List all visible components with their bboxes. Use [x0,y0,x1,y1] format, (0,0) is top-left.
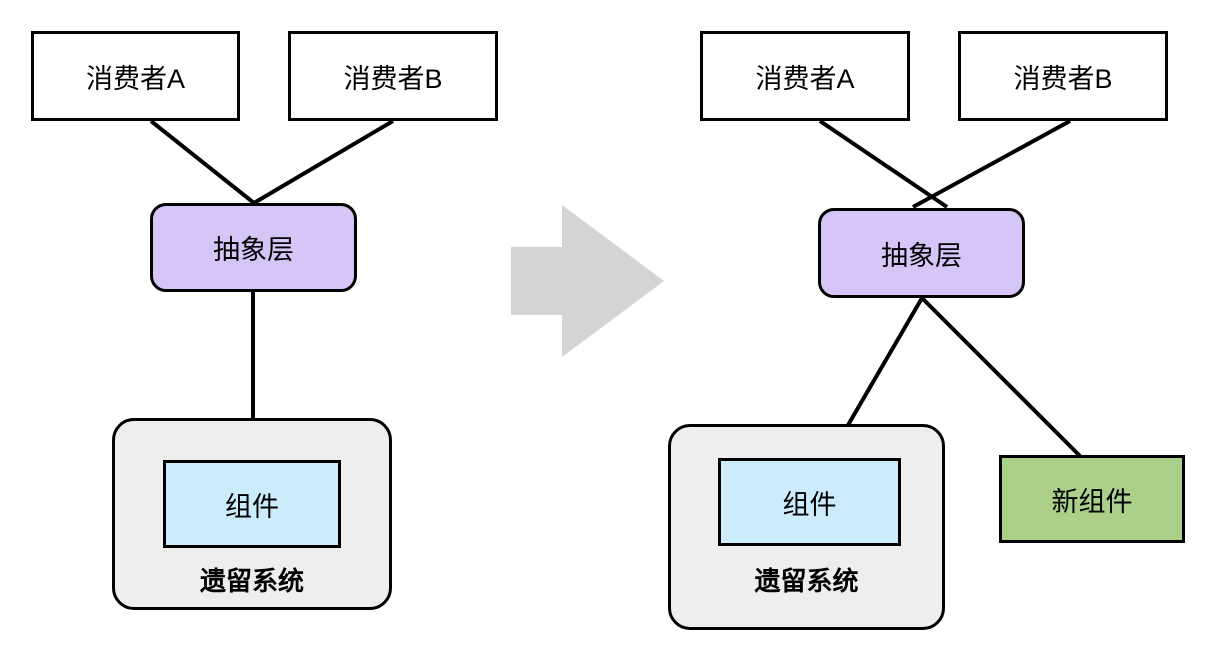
legacy-system-container-after[interactable]: 组件 遗留系统 [668,424,945,630]
legacy-system-label-after: 遗留系统 [754,566,859,596]
edge-consumer-a-to-abstraction-right [818,119,949,209]
new-component-label-after: 新组件 [1051,486,1133,517]
edge-consumer-b-to-abstraction-right [912,119,1071,209]
edge-consumer-a-to-abstraction-left [149,119,256,205]
consumer-a-box-after[interactable]: 消费者A [700,31,910,121]
abstraction-layer-box-after[interactable]: 抽象层 [818,208,1025,298]
abstraction-layer-box-before[interactable]: 抽象层 [150,203,357,292]
right-arrow-icon [511,205,664,357]
edge-consumer-b-to-abstraction-left [252,119,395,205]
new-component-box-after[interactable]: 新组件 [999,455,1185,543]
component-label-before: 组件 [225,491,279,522]
abstraction-layer-label-after: 抽象层 [881,240,962,271]
consumer-a-label-before: 消费者A [85,63,185,94]
component-box-after[interactable]: 组件 [718,458,901,546]
consumer-b-label-after: 消费者B [1013,63,1113,94]
legacy-system-container-before[interactable]: 组件 遗留系统 [112,418,392,610]
consumer-b-box-after[interactable]: 消费者B [958,31,1168,121]
consumer-b-label-before: 消费者B [343,63,443,94]
component-label-after: 组件 [782,489,837,520]
consumer-a-box-before[interactable]: 消费者A [31,31,240,121]
edge-abstraction-to-new-component-right [920,296,1082,458]
component-box-before[interactable]: 组件 [163,460,341,548]
legacy-system-label-before: 遗留系统 [199,566,304,596]
consumer-a-label-after: 消费者A [755,63,855,94]
abstraction-layer-label-before: 抽象层 [213,235,294,265]
consumer-b-box-before[interactable]: 消费者B [288,31,498,121]
